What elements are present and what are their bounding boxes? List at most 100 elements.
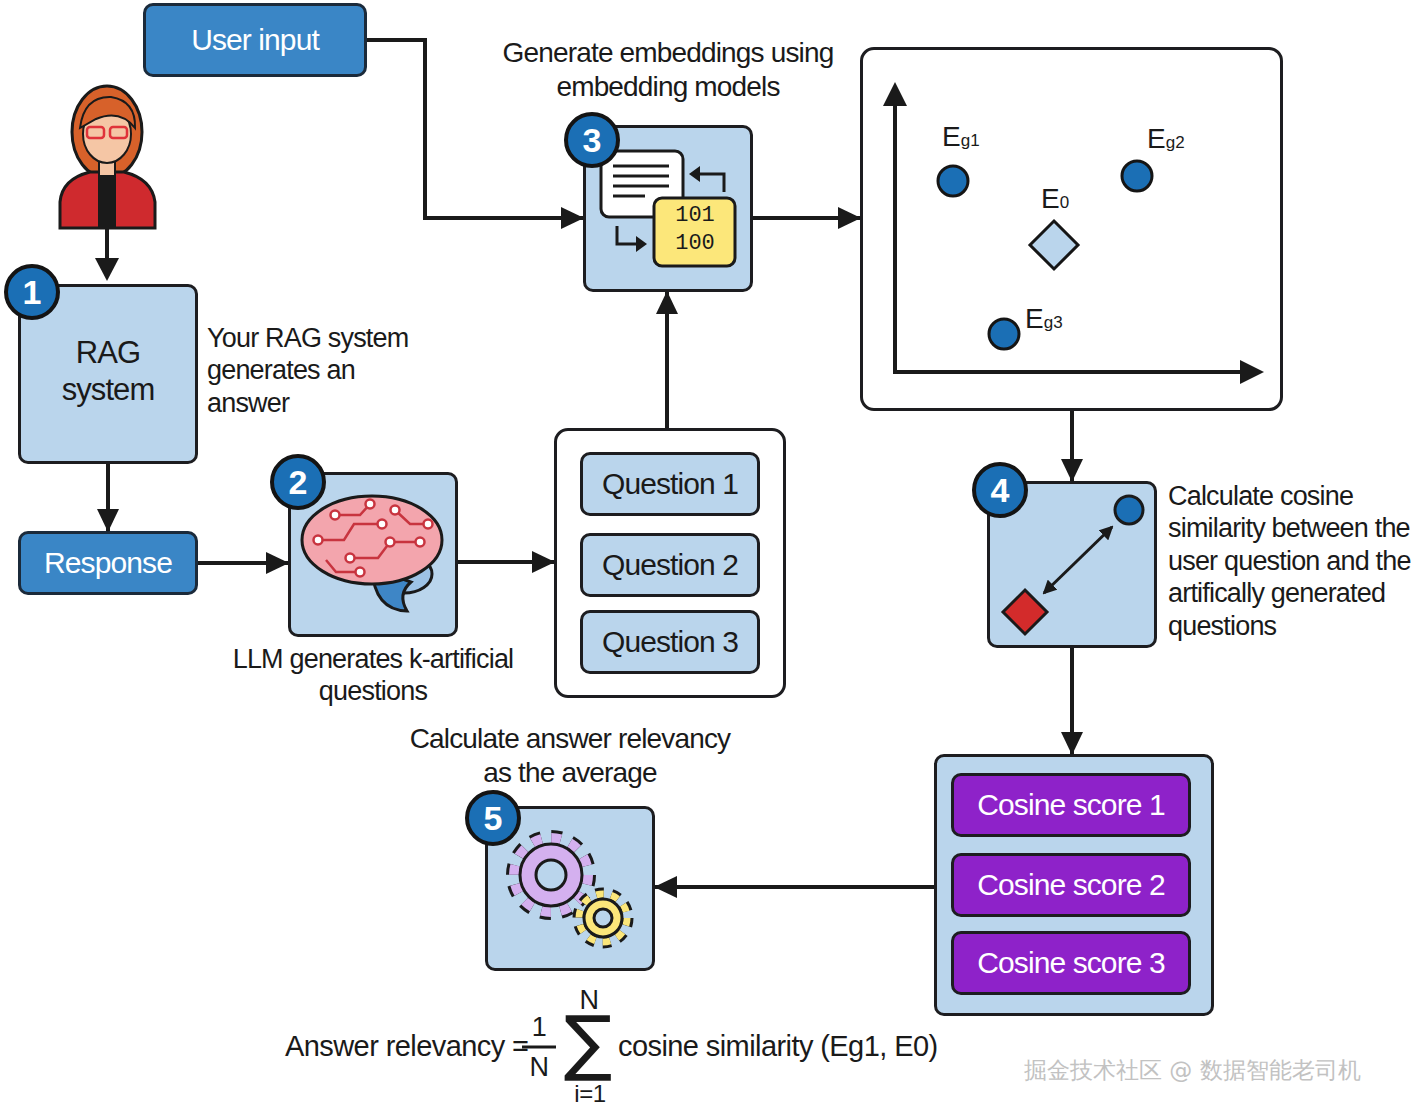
circuit-node — [386, 538, 395, 547]
similarity-arrow — [1044, 527, 1112, 593]
brain-circuit — [350, 542, 420, 558]
process-box: RAG systemYour RAG system generates an a… — [18, 284, 198, 464]
box-label: Cosine score 3 — [977, 945, 1165, 981]
person-body — [60, 172, 155, 228]
gear-hole — [536, 860, 566, 890]
embedding-point — [1122, 161, 1152, 191]
flow-arrow — [753, 216, 860, 220]
brain-stem — [372, 568, 411, 611]
formula-text: Answer relevancy = — [285, 1029, 528, 1064]
circuit-node — [378, 520, 387, 529]
convert-arrow — [698, 174, 724, 192]
sum-symbol: ∑ — [556, 1006, 620, 1078]
brain-shape — [302, 496, 442, 584]
box-label: User input — [191, 22, 319, 58]
box-label: RAG system — [38, 334, 178, 408]
process-box: Calculate answer relevancy as the averag… — [485, 806, 655, 971]
brain-circuit — [335, 504, 370, 515]
person-arrow — [105, 228, 109, 262]
score-box: Cosine score 2 — [951, 853, 1191, 917]
box-label: Response — [44, 545, 172, 581]
flow-arrow — [458, 560, 554, 564]
convert-arrow — [617, 226, 638, 244]
axis-arrow-head — [883, 82, 907, 106]
flow-arrow — [665, 292, 669, 428]
gear-teeth — [579, 894, 627, 942]
x-axis — [893, 370, 1242, 374]
step-heading: Calculate answer relevancy as the averag… — [405, 722, 735, 789]
circuit-node — [391, 506, 400, 515]
box-label: Question 1 — [602, 466, 738, 502]
query-embedding-diamond — [1030, 221, 1078, 269]
formula-text: cosine similarity (Eg1, E0) — [618, 1029, 938, 1064]
person-glasses — [87, 127, 104, 138]
circuit-node — [366, 500, 375, 509]
convert-arrow-head — [636, 236, 647, 252]
circuit-node — [424, 520, 433, 529]
circuit-node — [314, 536, 323, 545]
group-box: Question 1 Question 2 Question 3 — [554, 428, 786, 698]
box-label: Cosine score 1 — [977, 787, 1165, 823]
flow-arrow — [1070, 411, 1074, 481]
person-face — [83, 105, 131, 163]
embedding-point — [938, 166, 968, 196]
score-box: Cosine score 1 — [951, 773, 1191, 837]
person-arrow-head — [95, 258, 119, 281]
output-box: Response — [18, 531, 198, 595]
circuit-node — [331, 511, 340, 520]
annotation-text: Your RAG system generates an answer — [207, 322, 422, 419]
box-label: Question 3 — [602, 624, 738, 660]
input-box: User input — [143, 3, 367, 77]
sum-upper-limit: N — [574, 984, 604, 1016]
formula-denominator: N — [524, 1051, 554, 1083]
annotation-text: Calculate cosine similarity between the … — [1168, 480, 1412, 642]
question-point — [1115, 496, 1143, 524]
step-heading: Generate embeddings using embedding mode… — [488, 36, 848, 103]
brain-cerebellum — [376, 555, 432, 593]
point-label: E0 — [1041, 182, 1069, 220]
question-box: Question 2 — [580, 533, 760, 597]
process-box: LLM generates k-artificial questions — [288, 472, 458, 637]
process-box: Calculate cosine similarity between the … — [987, 481, 1157, 648]
flow-arrow — [367, 40, 583, 218]
document-line — [613, 195, 645, 198]
circuit-node — [346, 554, 355, 563]
person-bangs — [80, 97, 135, 128]
gear-body — [520, 844, 582, 906]
document-line — [613, 165, 669, 168]
flow-arrow — [655, 885, 934, 889]
document-line — [613, 175, 669, 178]
embedding-plot: Eg1Eg2E0Eg3 — [860, 47, 1283, 411]
question-box: Question 3 — [580, 610, 760, 674]
gear-teeth — [514, 838, 588, 912]
point-label: Eg1 — [942, 120, 980, 158]
step-caption: LLM generates k-artificial questions — [232, 643, 514, 708]
formula-numerator: 1 — [524, 1011, 554, 1043]
query-diamond — [1003, 590, 1047, 634]
gear-teeth — [514, 838, 588, 912]
brain-circuit — [318, 524, 382, 540]
gear-teeth — [579, 894, 627, 942]
gear-hole — [594, 909, 612, 927]
person-shirt — [98, 174, 116, 228]
document-icon — [601, 151, 683, 217]
question-box: Question 1 — [580, 452, 760, 516]
gear-body — [584, 899, 622, 937]
point-label: Eg3 — [1025, 302, 1063, 340]
fraction-bar — [522, 1046, 556, 1049]
process-box: Generate embeddings using embedding mode… — [583, 125, 753, 292]
watermark: 掘金技术社区 @ 数据智能老司机 — [1024, 1057, 1361, 1085]
embedding-point — [989, 319, 1019, 349]
person-glasses — [110, 127, 127, 138]
flow-arrow — [106, 464, 110, 531]
box-label: Cosine score 2 — [977, 867, 1165, 903]
brain-circuit — [395, 510, 428, 524]
circuit-node — [416, 538, 425, 547]
convert-arrow-head — [689, 166, 700, 182]
document-line — [613, 185, 669, 188]
sum-lower-limit: i=1 — [563, 1080, 617, 1109]
binary-icon — [654, 198, 735, 266]
person-neck — [99, 158, 115, 176]
